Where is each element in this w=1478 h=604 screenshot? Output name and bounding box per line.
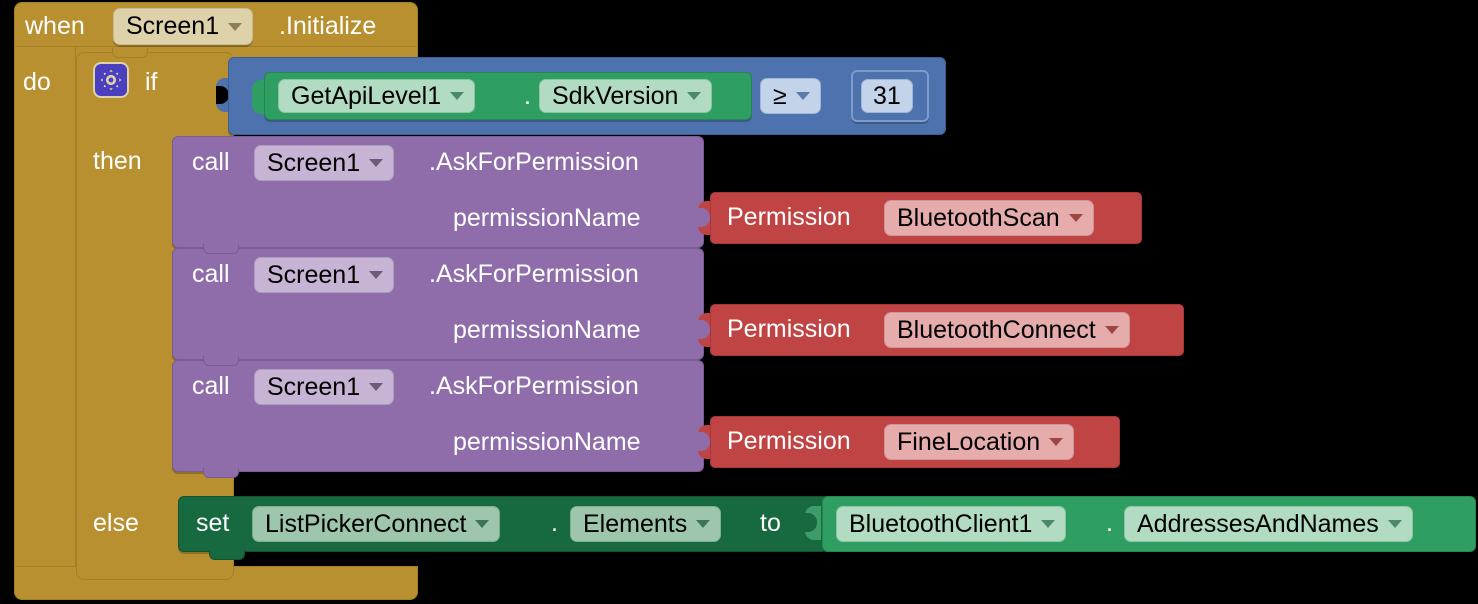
chevron-down-icon	[450, 92, 465, 100]
getter-dot: .	[524, 82, 531, 110]
comparison-operator: ≥	[773, 81, 787, 110]
getter-property-dropdown[interactable]: SdkVersion	[539, 79, 713, 113]
call-method-name-1: .AskForPermission	[429, 148, 639, 176]
call-label-1: call	[192, 148, 230, 176]
call-arg-socket-notch-2	[698, 320, 710, 339]
call-arg-label-2: permissionName	[453, 316, 641, 344]
chevron-down-icon	[1068, 214, 1083, 222]
comparison-operator-dropdown[interactable]: ≥	[760, 78, 821, 114]
chevron-down-icon	[1041, 520, 1056, 528]
if-block-top-notch	[112, 48, 148, 58]
call-label-2: call	[192, 260, 230, 288]
chevron-down-icon	[1387, 520, 1402, 528]
chevron-down-icon	[369, 159, 384, 167]
chevron-down-icon	[1104, 326, 1119, 334]
permission-label-3: Permission	[727, 427, 851, 455]
permission-value-3: FineLocation	[897, 427, 1041, 456]
setter-property-name: Elements	[583, 509, 688, 538]
chevron-down-icon	[228, 22, 243, 31]
chevron-down-icon	[369, 383, 384, 391]
if-condition-socket-notch	[216, 86, 229, 104]
permission-label-2: Permission	[727, 315, 851, 343]
do-label: do	[23, 68, 51, 96]
call-component-name-1: Screen1	[267, 148, 361, 177]
call-method-name-2: .AskForPermission	[429, 260, 639, 288]
setter-value-socket-notch	[805, 513, 817, 532]
value-getter-dot: .	[1106, 509, 1113, 537]
mutator-button[interactable]	[93, 62, 129, 98]
call-component-name-3: Screen1	[267, 372, 361, 401]
call-arg-label-3: permissionName	[453, 428, 641, 456]
getter-property-name: SdkVersion	[552, 81, 679, 110]
chevron-down-icon	[696, 520, 711, 528]
getter-component-dropdown[interactable]: GetApiLevel1	[278, 79, 476, 113]
permission-label-1: Permission	[727, 203, 851, 231]
setter-block-bottom-notch	[209, 550, 245, 560]
chevron-down-icon	[795, 92, 810, 100]
permission-value-1: BluetoothScan	[897, 203, 1060, 232]
chevron-down-icon	[475, 520, 490, 528]
number-field[interactable]: 31	[861, 79, 913, 113]
getter-component-name: GetApiLevel1	[291, 81, 442, 110]
call-block-2-top-notch	[203, 244, 239, 254]
call-component-dropdown-2[interactable]: Screen1	[254, 257, 395, 293]
chevron-down-icon	[369, 271, 384, 279]
if-label: if	[145, 68, 158, 96]
else-label: else	[93, 509, 139, 537]
chevron-down-icon	[1049, 438, 1064, 446]
call-stack-bottom-notch	[203, 468, 239, 478]
chevron-down-icon	[687, 92, 702, 100]
when-label: when	[25, 12, 85, 40]
value-getter-property-dropdown[interactable]: AddressesAndNames	[1124, 506, 1413, 542]
call-arg-socket-notch-3	[698, 432, 710, 451]
value-getter-component-dropdown[interactable]: BluetoothClient1	[836, 506, 1067, 542]
call-arg-label-1: permissionName	[453, 204, 641, 232]
event-component-dropdown[interactable]: Screen1	[113, 8, 254, 45]
event-name-label: .Initialize	[279, 12, 377, 40]
call-method-name-3: .AskForPermission	[429, 372, 639, 400]
permission-value-2: BluetoothConnect	[897, 315, 1096, 344]
to-label: to	[760, 509, 781, 537]
permission-value-dropdown-2[interactable]: BluetoothConnect	[884, 312, 1130, 348]
setter-component-dropdown[interactable]: ListPickerConnect	[252, 506, 501, 542]
permission-value-dropdown-1[interactable]: BluetoothScan	[884, 200, 1094, 236]
setter-component-name: ListPickerConnect	[265, 509, 467, 538]
value-getter-component-name: BluetoothClient1	[849, 509, 1033, 538]
event-component-name: Screen1	[126, 12, 220, 40]
call-component-dropdown-1[interactable]: Screen1	[254, 145, 395, 181]
then-label: then	[93, 147, 142, 175]
call-label-3: call	[192, 372, 230, 400]
value-getter-property-name: AddressesAndNames	[1137, 509, 1379, 538]
number-socket-notch	[833, 86, 845, 104]
permission-value-dropdown-3[interactable]: FineLocation	[884, 424, 1075, 460]
number-value: 31	[873, 81, 901, 110]
event-block-left-column[interactable]	[14, 46, 76, 576]
set-label: set	[196, 509, 230, 537]
gear-icon	[100, 69, 122, 91]
setter-property-dropdown[interactable]: Elements	[570, 506, 722, 542]
call-component-name-2: Screen1	[267, 260, 361, 289]
call-component-dropdown-3[interactable]: Screen1	[254, 369, 395, 405]
setter-dot: .	[551, 509, 558, 537]
call-block-3-top-notch	[203, 356, 239, 366]
call-arg-socket-notch-1	[698, 208, 710, 227]
